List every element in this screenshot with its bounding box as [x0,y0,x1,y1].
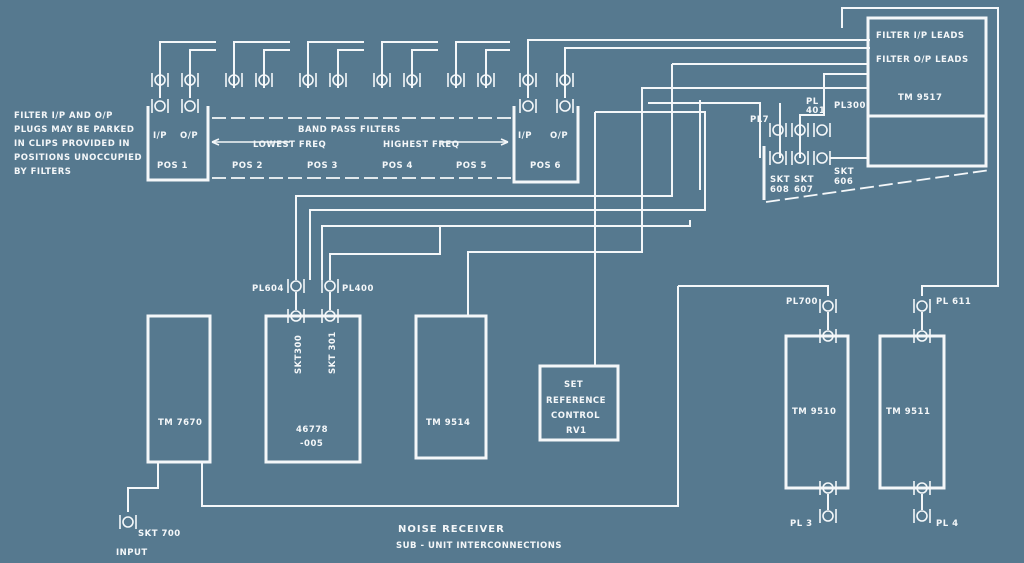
highest-freq-label: HIGHEST FREQ [383,140,459,150]
filter-pos1-box [146,106,210,182]
skt301-label: SKT 301 [328,331,338,374]
band-pass-label: BAND PASS FILTERS [298,125,401,135]
parking-note: FILTER I/P AND O/P PLUGS MAY BE PARKED I… [14,111,142,177]
tm9517-connectors: PL7 PL 401 PL300 SKT 608 SKT 607 SKT 606 [750,97,991,203]
pl401-label-2: 401 [806,106,825,116]
tm9510-label: TM 9510 [792,407,836,417]
svg-text:POSITIONS UNOCCUPIED: POSITIONS UNOCCUPIED [14,153,142,163]
pos1-label: POS 1 [157,161,188,171]
unit-46778: PL604 PL400 SKT300 SKT 301 46778 -005 [252,278,374,464]
u46778-label-1: 46778 [296,425,328,435]
pl611-label: PL 611 [936,297,971,307]
svg-text:PLUGS MAY BE PARKED: PLUGS MAY BE PARKED [14,125,134,135]
pos6-label: POS 6 [530,161,561,171]
tm9517-input-leads [641,63,868,158]
pos1-op-label: O/P [180,131,198,141]
band-pass-bus [211,117,512,179]
skt606-label-2: 606 [834,177,853,187]
svg-text:BY FILTERS: BY FILTERS [14,167,71,177]
pl401-label-1: PL [806,97,819,107]
pl7-label: PL7 [750,115,769,125]
tm9511-label: TM 9511 [886,407,930,417]
tm9517-label: TM 9517 [898,93,942,103]
svg-text:CONTROL: CONTROL [551,411,600,421]
diagram-title: NOISE RECEIVER [398,524,505,535]
svg-text:RV1: RV1 [566,426,587,436]
tm7670-label: TM 7670 [158,418,202,428]
filter-pos6-box [512,106,580,184]
filter-op-leads-label: FILTER O/P LEADS [876,55,969,65]
skt608-label-1: SKT [770,175,790,185]
skt607-label-1: SKT [794,175,814,185]
pl604-label: PL604 [252,284,284,294]
skt700-label: SKT 700 [138,529,181,539]
pl400-label: PL400 [342,284,374,294]
filter-parking-connectors [151,72,574,114]
pos6-op-label: O/P [550,131,568,141]
tm9511-unit: PL 611 TM 9511 PL 4 [878,297,971,529]
pos5-label: POS 5 [456,161,487,171]
pl700-label: PL700 [786,297,818,307]
pl300-label: PL300 [834,101,866,111]
lowest-freq-label: LOWEST FREQ [253,140,326,150]
tm9517-unit: FILTER I/P LEADS FILTER O/P LEADS TM 951… [841,7,999,170]
tm7670-unit: TM 7670 SKT 700 INPUT [116,314,212,558]
tm9514-label: TM 9514 [426,418,470,428]
tm9514-unit: TM 9514 [414,314,488,460]
tm9510-unit: PL700 TM 9510 PL 3 [784,297,850,529]
skt608-label-2: 608 [770,185,789,195]
pos4-label: POS 4 [382,161,413,171]
pos1-ip-label: I/P [153,131,167,141]
filter-ip-leads-label: FILTER I/P LEADS [876,31,965,41]
middle-routing [201,64,999,507]
pos2-label: POS 2 [232,161,263,171]
diagram-subtitle: SUB - UNIT INTERCONNECTIONS [396,541,562,551]
u46778-label-2: -005 [300,439,323,449]
input-label: INPUT [116,548,148,558]
set-reference-control: SET REFERENCE CONTROL RV1 [538,364,620,442]
pl4-label: PL 4 [936,519,959,529]
filter-plug-leads [159,39,870,98]
svg-text:SET: SET [564,380,583,390]
skt300-label: SKT300 [294,335,304,374]
pos3-label: POS 3 [307,161,338,171]
pl3-label: PL 3 [790,519,813,529]
svg-text:REFERENCE: REFERENCE [546,396,606,406]
svg-text:IN CLIPS PROVIDED IN: IN CLIPS PROVIDED IN [14,139,130,149]
pos6-ip-label: I/P [518,131,532,141]
skt607-label-2: 607 [794,185,813,195]
skt606-label-1: SKT [834,167,854,177]
svg-text:FILTER I/P AND O/P: FILTER I/P AND O/P [14,111,113,121]
